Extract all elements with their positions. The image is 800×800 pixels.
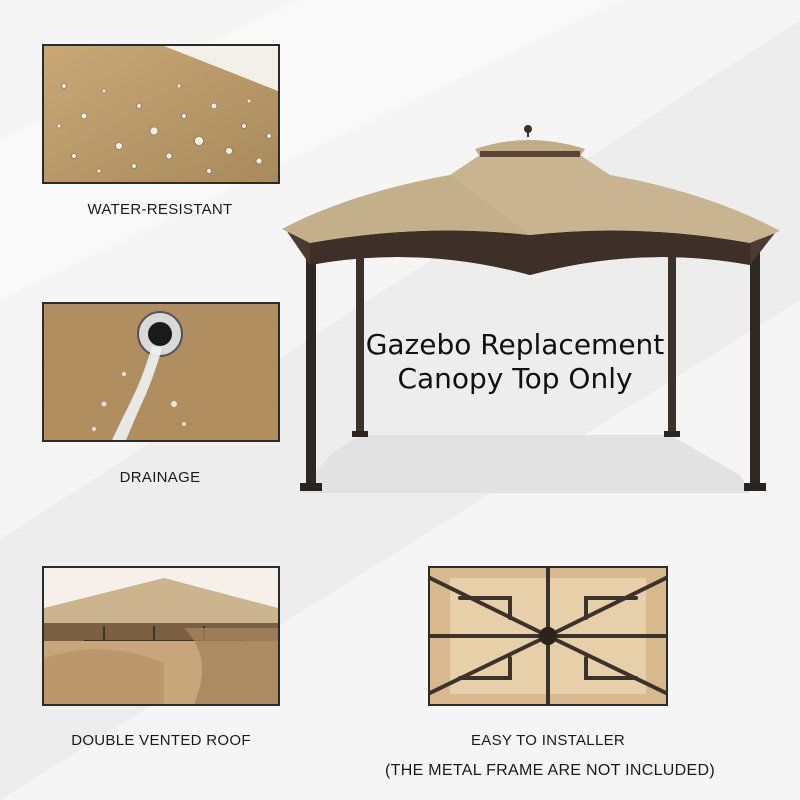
feature-label-water-resistant: WATER-RESISTANT	[87, 201, 233, 218]
feature-label-easy-to-installer: EASY TO INSTALLER	[470, 732, 626, 749]
canopy-finial	[524, 125, 532, 133]
vented-roof-illustration	[44, 568, 278, 704]
headline: Gazebo Replacement Canopy Top Only	[330, 328, 700, 396]
frame-underside-illustration	[430, 568, 666, 704]
water-droplets-illustration	[44, 46, 278, 182]
headline-line-2: Canopy Top Only	[397, 362, 633, 395]
headline-line-1: Gazebo Replacement	[365, 328, 665, 361]
drainage-illustration	[44, 304, 278, 440]
feature-label-drainage: DRAINAGE	[119, 469, 201, 486]
front-right-leg	[750, 235, 760, 487]
disclaimer-text: (THE METAL FRAME ARE NOT INCLUDED)	[385, 762, 715, 779]
drainage-image	[42, 302, 280, 442]
installation-image	[428, 566, 668, 706]
water-resistant-image	[42, 44, 280, 184]
front-left-leg	[306, 235, 316, 487]
feature-label-double-vented-roof: DOUBLE VENTED ROOF	[71, 732, 251, 749]
ground-shadow	[300, 435, 750, 493]
vented-roof-image	[42, 566, 280, 706]
gazebo-canopy-illustration	[282, 125, 780, 493]
